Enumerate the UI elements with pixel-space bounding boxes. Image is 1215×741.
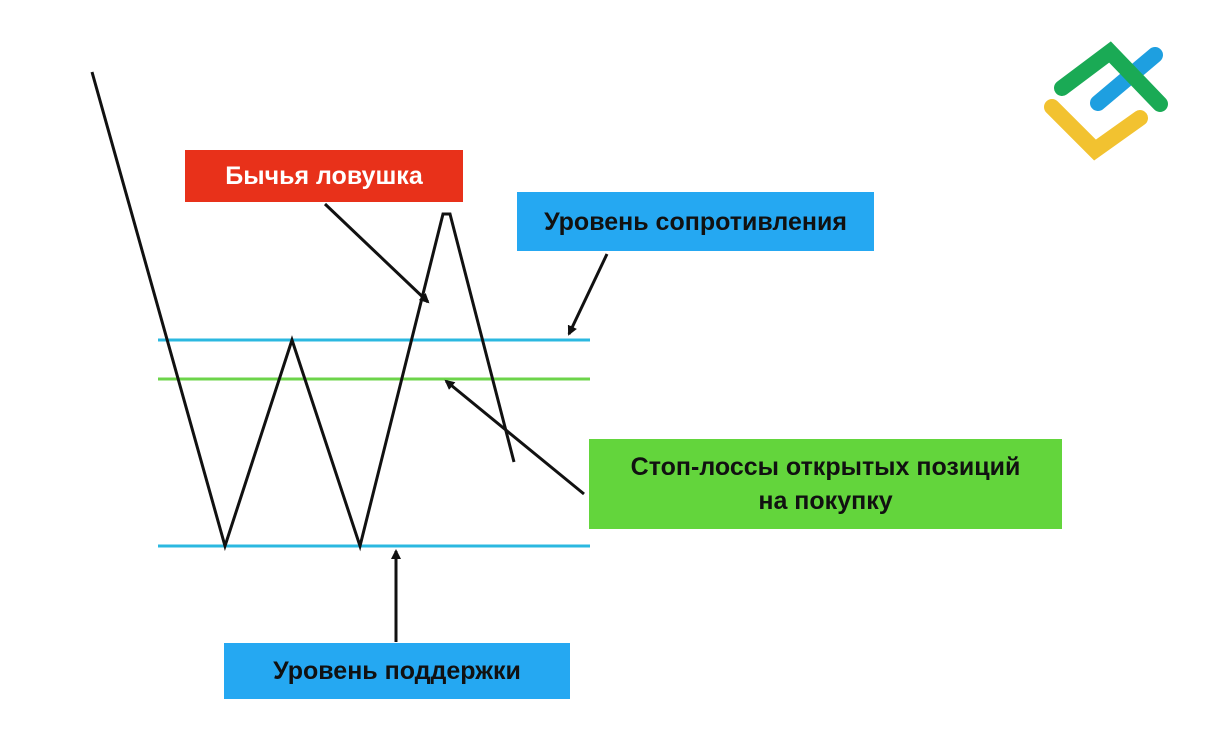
stoploss-text-line1: Стоп-лоссы открытых позиций [630,453,1021,481]
stoploss-arrow [444,379,585,496]
stoploss-text-line2: на покупку [758,487,893,515]
resistance-arrow [567,253,609,336]
resistance-level-label: Уровень сопротивления [517,192,874,251]
price-movement-line [90,71,516,552]
brand-logo-icon [1044,41,1168,161]
stoploss-label: Стоп-лоссы открытых позиций на покупку [589,439,1062,529]
logo-yellow-stroke [1044,99,1148,161]
bull-trap-arrow [323,202,430,304]
support-level-label: Уровень поддержки [224,643,570,699]
bull-trap-label: Бычья ловушка [185,150,463,202]
bull-trap-text: Бычья ловушка [225,162,423,190]
resistance-text: Уровень сопротивления [544,207,847,236]
logo-green-stroke [1054,41,1168,112]
support-text: Уровень поддержки [273,657,521,685]
